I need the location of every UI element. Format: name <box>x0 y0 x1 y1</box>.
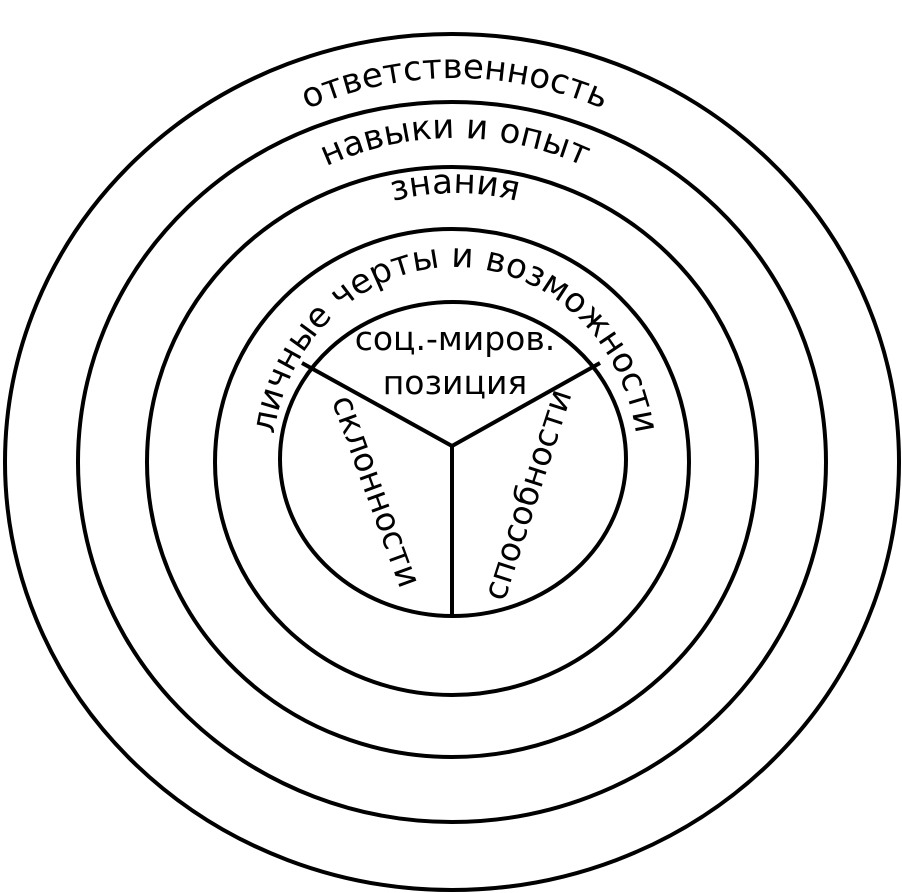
outer-ring-circle <box>3 32 901 892</box>
core-label-social-position-line2: позиция <box>383 363 528 402</box>
ring-4-circle <box>213 227 691 697</box>
core-circle <box>278 300 628 618</box>
core-divider-left <box>301 361 453 448</box>
ring-2-circle <box>76 100 828 824</box>
core-divider-right <box>451 361 601 448</box>
core-label-abilities: способности <box>475 384 580 605</box>
ring-label-responsibility: ответственность <box>295 47 615 118</box>
core-label-inclinations: склонности <box>324 390 430 593</box>
core-label-social-position-line1: соц.-миров. <box>355 319 556 358</box>
ring-3-circle <box>145 165 759 759</box>
ring-label-knowledge: знания <box>386 162 524 210</box>
